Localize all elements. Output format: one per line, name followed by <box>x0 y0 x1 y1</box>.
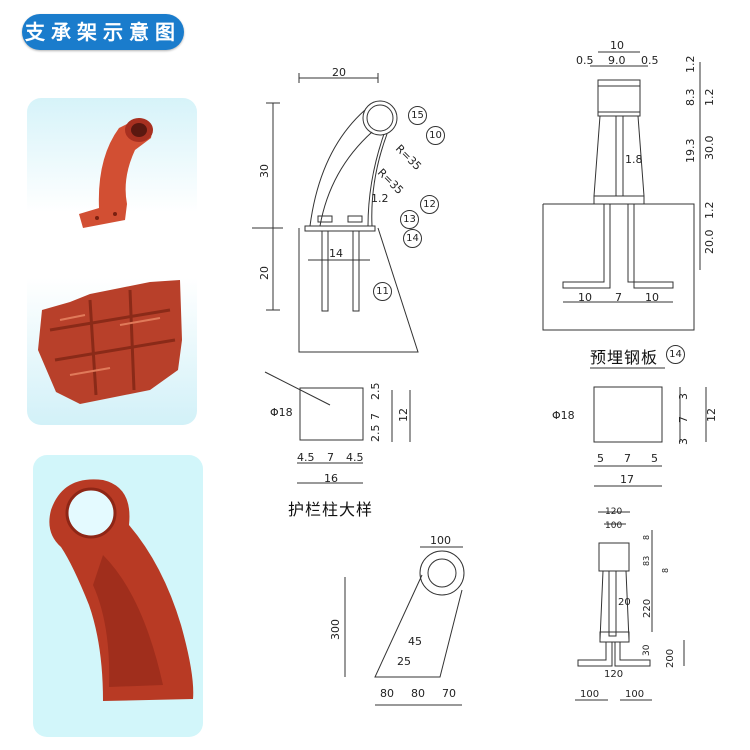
dim-bolt-spacing: 14 <box>329 247 343 260</box>
dim-top-inner: 100 <box>605 521 623 531</box>
dim-19-3: 19.3 <box>684 138 697 164</box>
dim-foot-left-100: 100 <box>580 689 600 700</box>
dim-ring: 100 <box>430 534 451 547</box>
dim-web-20: 20 <box>618 597 631 608</box>
callout-11: 11 <box>373 282 392 301</box>
plate-left-h3: 4.5 <box>346 451 364 464</box>
dim-8-3: 8.3 <box>684 88 697 107</box>
dim-edge-left: 0.5 <box>576 54 594 67</box>
dim-foot-right: 10 <box>645 291 659 304</box>
plate-left-v2: 7 <box>369 413 382 420</box>
dim-220: 220 <box>642 598 653 618</box>
dim-edge-right: 0.5 <box>641 54 659 67</box>
dim-base-2: 80 <box>411 687 425 700</box>
dim-upper-height: 30 <box>258 164 271 178</box>
dim-30: 30 <box>642 644 652 656</box>
plate-left-drawing <box>264 371 411 484</box>
callout-13: 13 <box>400 210 419 229</box>
bottom-side-drawing <box>344 546 465 706</box>
plate-right-h2: 7 <box>624 452 631 465</box>
plate-right-h3: 5 <box>651 452 658 465</box>
callout-15: 15 <box>408 106 427 125</box>
dim-inner-45: 45 <box>408 635 422 648</box>
dim-8a: 8 <box>642 534 651 540</box>
plate-left-h2: 7 <box>327 451 334 464</box>
dim-height-300: 300 <box>329 619 342 640</box>
plate-right-drawing <box>593 386 707 487</box>
dim-83: 83 <box>642 555 651 566</box>
dim-foot-mid: 7 <box>615 291 622 304</box>
callout-10: 10 <box>426 126 445 145</box>
caption-embedded-plate: 预埋钢板 <box>590 348 659 367</box>
dim-1-2b: 1.2 <box>703 88 716 107</box>
plate-right-h-total: 17 <box>620 473 634 486</box>
side-view-drawing <box>252 73 419 353</box>
plate-left-h-total: 16 <box>324 472 338 485</box>
plate-right-v1: 3 <box>677 393 690 400</box>
plate-right-v-total: 12 <box>705 408 718 422</box>
front-view-drawing <box>542 51 701 369</box>
dim-base-1: 80 <box>380 687 394 700</box>
dim-20-0: 20.0 <box>703 229 716 255</box>
callout-12: 12 <box>420 195 439 214</box>
dim-top-width: 20 <box>332 66 346 79</box>
bottom-front-drawing <box>575 511 685 701</box>
dim-base-3: 70 <box>442 687 456 700</box>
dim-plate-thickness: 1.2 <box>371 192 389 205</box>
dim-200: 200 <box>665 648 676 668</box>
dim-foot-right-100: 100 <box>625 689 645 700</box>
curved-bracket-photo <box>79 118 153 228</box>
dim-8b: 8 <box>661 567 670 573</box>
plate-right-h1: 5 <box>597 452 604 465</box>
bracket-closeup-photo <box>49 479 194 701</box>
dim-inner-25: 25 <box>397 655 411 668</box>
callout-14-caption: 14 <box>666 345 685 364</box>
dim-base-120: 120 <box>604 669 624 680</box>
caption-guardrail-post: 护栏柱大样 <box>288 500 374 519</box>
dim-top-total: 10 <box>610 39 624 52</box>
hole-diameter-left: Φ18 <box>270 406 293 419</box>
dim-1-2c: 1.2 <box>703 201 716 220</box>
callout-14: 14 <box>403 229 422 248</box>
plate-left-h1: 4.5 <box>297 451 315 464</box>
dim-foot-left: 10 <box>578 291 592 304</box>
plate-left-v1: 2.5 <box>369 382 382 401</box>
dim-inner: 9.0 <box>608 54 626 67</box>
stacked-castings-photo <box>38 280 182 404</box>
photo-panel-bottom <box>33 455 203 737</box>
plate-left-v3: 2.5 <box>369 424 382 443</box>
hole-diameter-right: Φ18 <box>552 409 575 422</box>
plate-right-v3: 3 <box>677 438 690 445</box>
dim-lower-height: 20 <box>258 266 271 280</box>
plate-left-v-total: 12 <box>397 408 410 422</box>
dim-1-2a: 1.2 <box>684 55 697 74</box>
dim-web: 1.8 <box>625 153 643 166</box>
page-title: 支承架示意图 <box>22 14 184 50</box>
dim-top-outer: 120 <box>605 507 623 517</box>
dim-30-0: 30.0 <box>703 135 716 161</box>
plate-right-v2: 7 <box>677 416 690 423</box>
